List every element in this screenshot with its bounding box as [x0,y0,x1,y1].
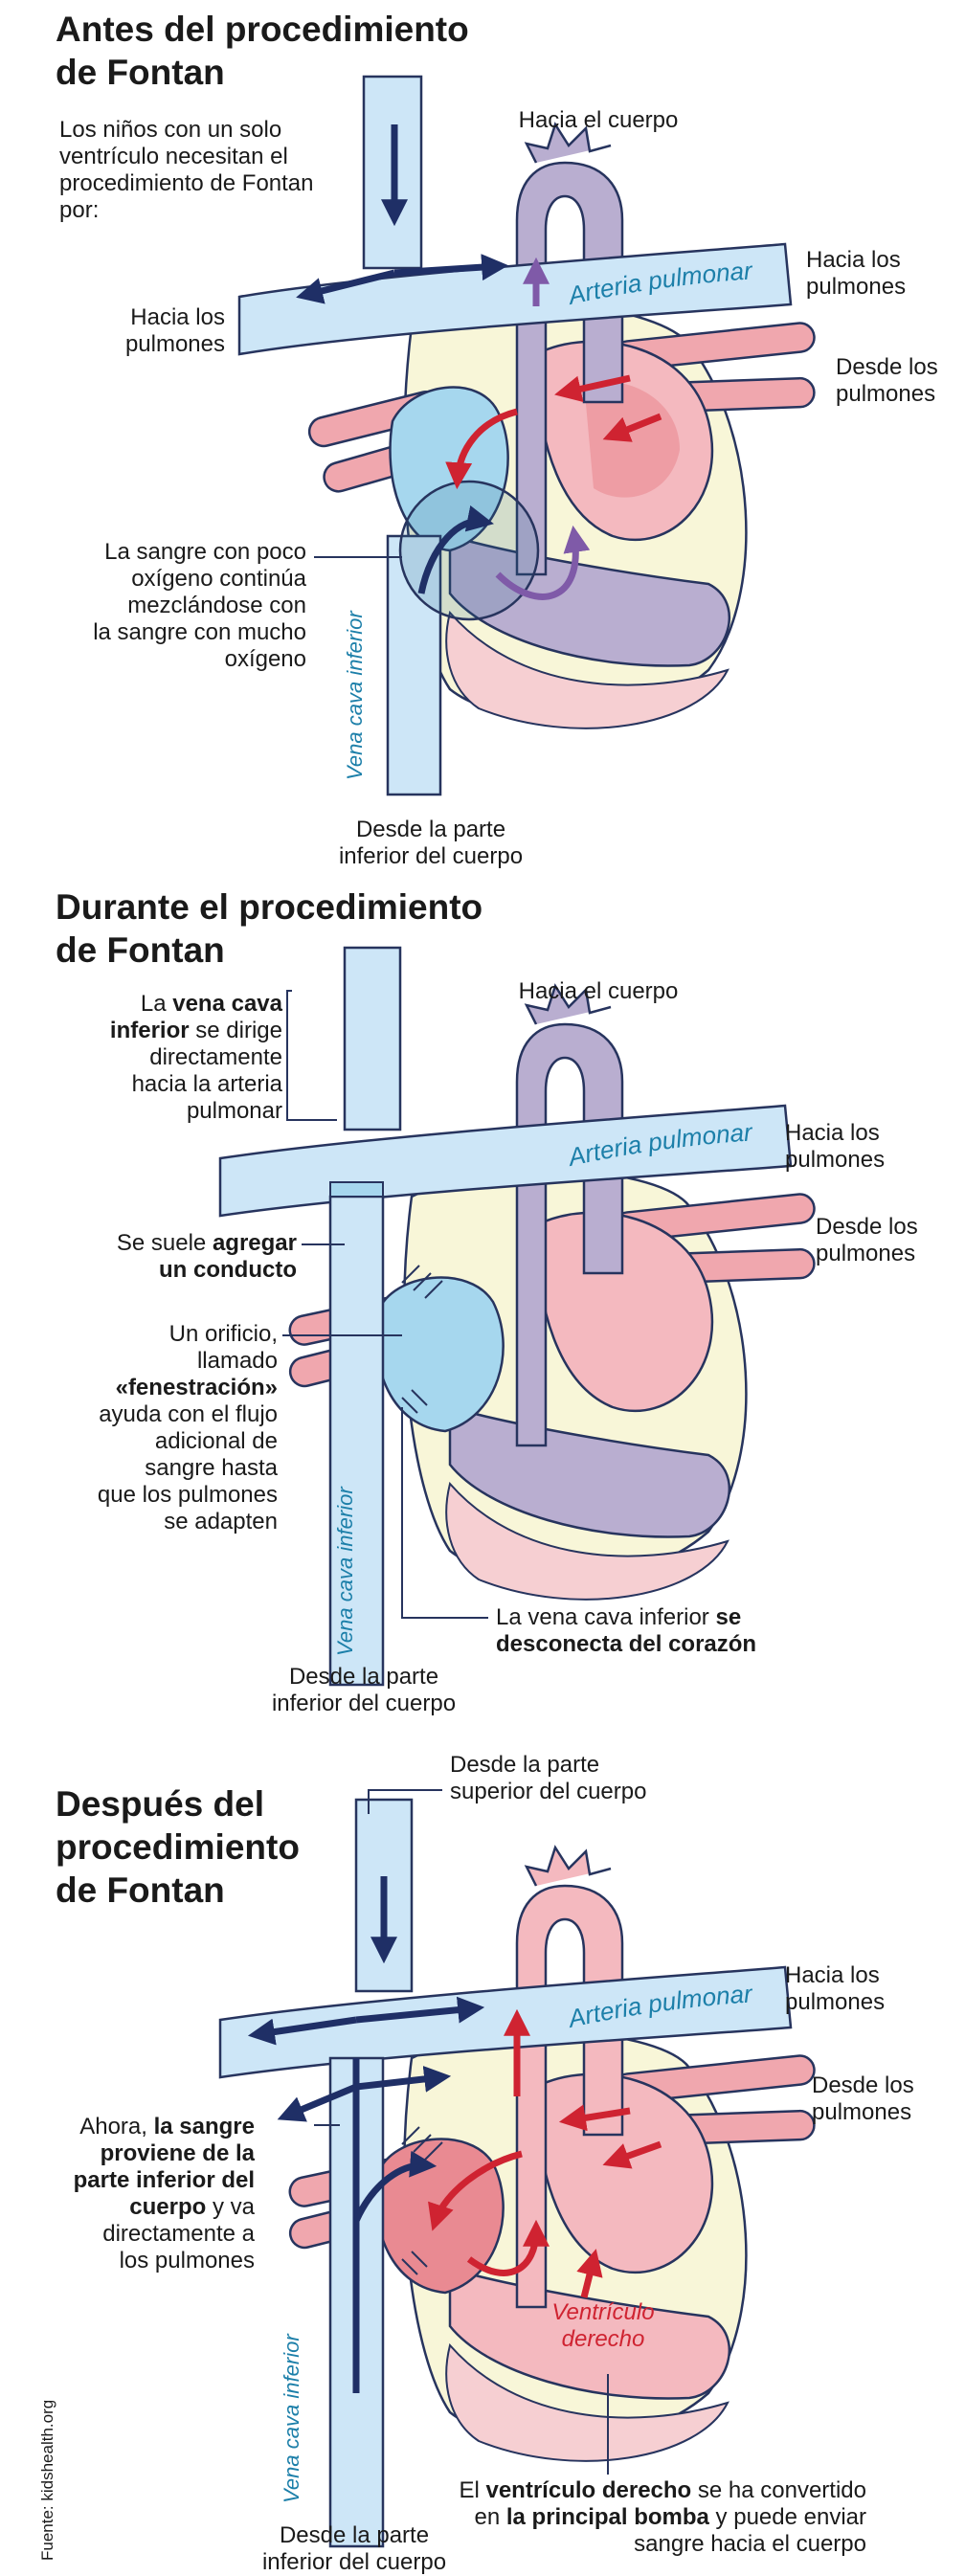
ivc-redirect-note: La vena cava inferior se dirige directam… [109,991,282,1124]
from-lungs-before: Desde los pulmones [836,354,938,407]
vena-cava-label-before: Vena cava inferior [343,610,367,780]
from-lower-body-before: Desde la parte inferior del cuerpo [338,817,524,869]
title-before: Antes del procedimiento de Fontan [56,10,469,92]
from-lungs-during: Desde los pulmones [816,1214,918,1266]
mixing-note: La sangre con poco oxígeno continúa mezc… [93,539,306,672]
title-after: Después del procedimiento de Fontan [56,1784,300,1910]
vena-cava-label-after: Vena cava inferior [280,2333,303,2503]
right-ventricle-label: Ventrículo derecho [551,2299,655,2352]
right-ventricle-note: El ventrículo derecho se ha convertido e… [459,2477,866,2557]
heart-atrium [534,1211,714,1413]
from-lower-body-after: Desde la parte inferior del cuerpo [261,2522,447,2575]
blood-route-note: Ahora, la sangre proviene de la parte in… [73,2114,255,2274]
heart-base-pink [445,1481,729,1601]
panel-during-artwork: Arteria pulmonar Vena cava inferior [218,946,816,1687]
conduit-note: Se suele agregar un conducto [116,1230,297,1283]
from-upper-body: Desde la parte superior del cuerpo [450,1752,647,1804]
from-lower-body-during: Desde la parte inferior del cuerpo [271,1664,457,1716]
superior-vena-cava [343,946,402,1131]
title-during: Durante el procedimiento de Fontan [56,887,483,970]
inferior-vena-cava [386,534,442,796]
to-lungs-left-before: Hacia los pulmones [124,304,225,357]
fenestration-note: Un orificio, llamado «fenestración» ayud… [97,1321,278,1534]
panel-after-artwork: Arteria pulmonar Vena cava inferior [218,1789,816,2548]
to-body-before: Hacia el cuerpo [518,107,679,133]
from-lungs-after: Desde los pulmones [812,2072,914,2125]
mixing-highlight [398,480,540,621]
heart-base-pink [445,610,729,729]
to-body-during: Hacia el cuerpo [518,978,679,1004]
right-atrium [374,1276,505,1433]
ivc-disconnect-note: La vena cava inferior se desconecta del … [496,1604,757,1657]
to-lungs-after: Hacia los pulmones [785,1962,886,2015]
panel-before-artwork: Arteria pulmonar Vena cava inferior [237,75,816,796]
source-credit: Fuente: kidshealth.org [38,2399,56,2561]
to-lungs-during: Hacia los pulmones [785,1120,886,1173]
intro-before: Los niños con un solo ventrículo necesit… [59,117,314,223]
to-lungs-right-before: Hacia los pulmones [806,247,907,300]
vena-cava-label-during: Vena cava inferior [333,1486,357,1656]
heart-base-pink [445,2342,729,2462]
